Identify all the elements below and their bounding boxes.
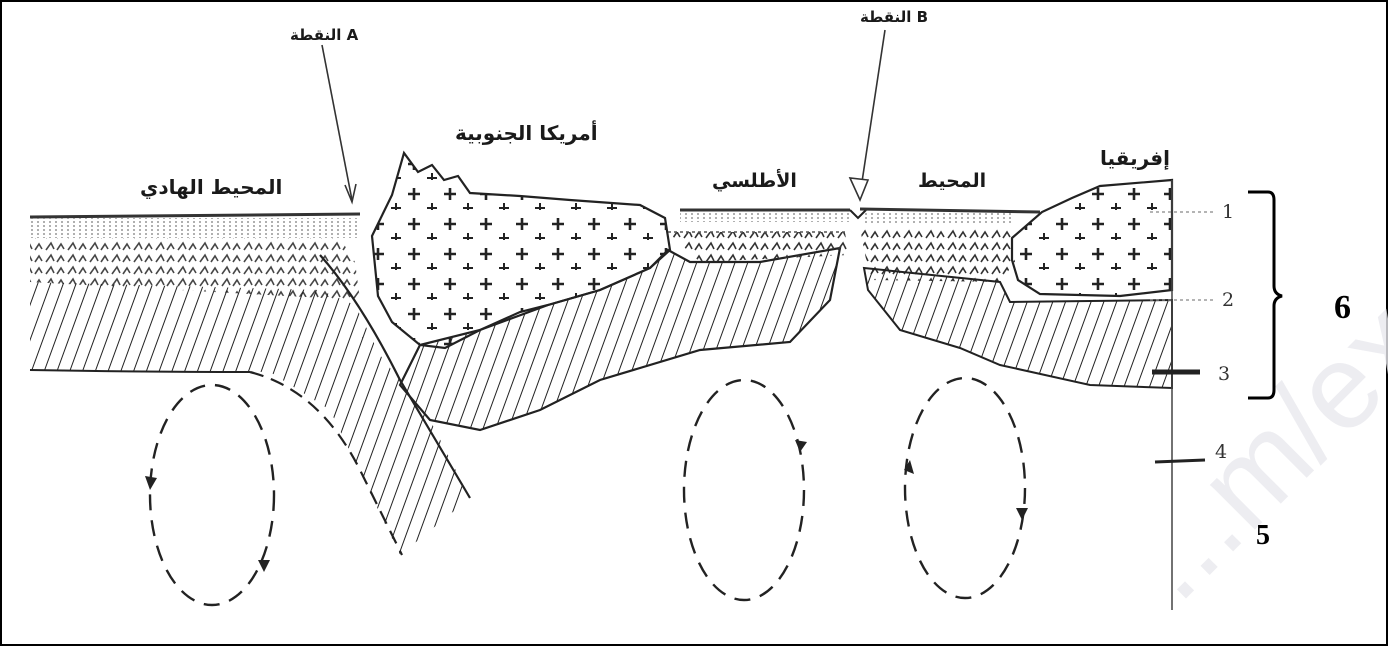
- south-america-continent: [372, 153, 840, 430]
- pacific-sea-surface: [30, 214, 360, 217]
- arrow-middle-down: [795, 440, 807, 452]
- convection-cells: [150, 378, 1025, 605]
- layer-number-1: 1: [1222, 201, 1234, 223]
- label-pacific-ocean: المحيط الهادي: [140, 175, 282, 200]
- convection-cell-left: [150, 385, 274, 605]
- arrow-left-bottom: [258, 560, 270, 572]
- label-ocean: المحيط: [918, 170, 986, 192]
- africa-continent: [1012, 180, 1172, 296]
- pacific-sediment-layer: [30, 218, 360, 238]
- label-south-america: أمريكا الجنوبية: [455, 119, 598, 145]
- convection-arrows: [145, 440, 1028, 572]
- atlantic-ocean: [668, 210, 850, 262]
- label-africa: إفريقيا: [1100, 146, 1170, 170]
- callout-5: 5: [1256, 520, 1270, 551]
- layer-number-3: 3: [1218, 363, 1230, 385]
- label-point-b: النقطة B: [860, 8, 928, 26]
- pointer-b-line: [860, 30, 885, 195]
- african-sea-surface: [860, 209, 1040, 212]
- label-atlantic: الأطلسي: [712, 169, 797, 192]
- convection-cell-middle: [684, 380, 804, 600]
- label-point-a: النقطة A: [290, 26, 359, 44]
- layer-number-4: 4: [1215, 441, 1227, 463]
- arrow-right-down: [1016, 508, 1028, 520]
- callout-6: 6: [1334, 289, 1351, 326]
- layer-number-2: 2: [1222, 289, 1234, 311]
- convection-cell-right: [905, 378, 1025, 598]
- depth-mark-4: [1155, 460, 1205, 462]
- african-side-plate: [850, 180, 1172, 388]
- pointer-a-line: [322, 45, 352, 200]
- arrow-left-up: [145, 476, 157, 490]
